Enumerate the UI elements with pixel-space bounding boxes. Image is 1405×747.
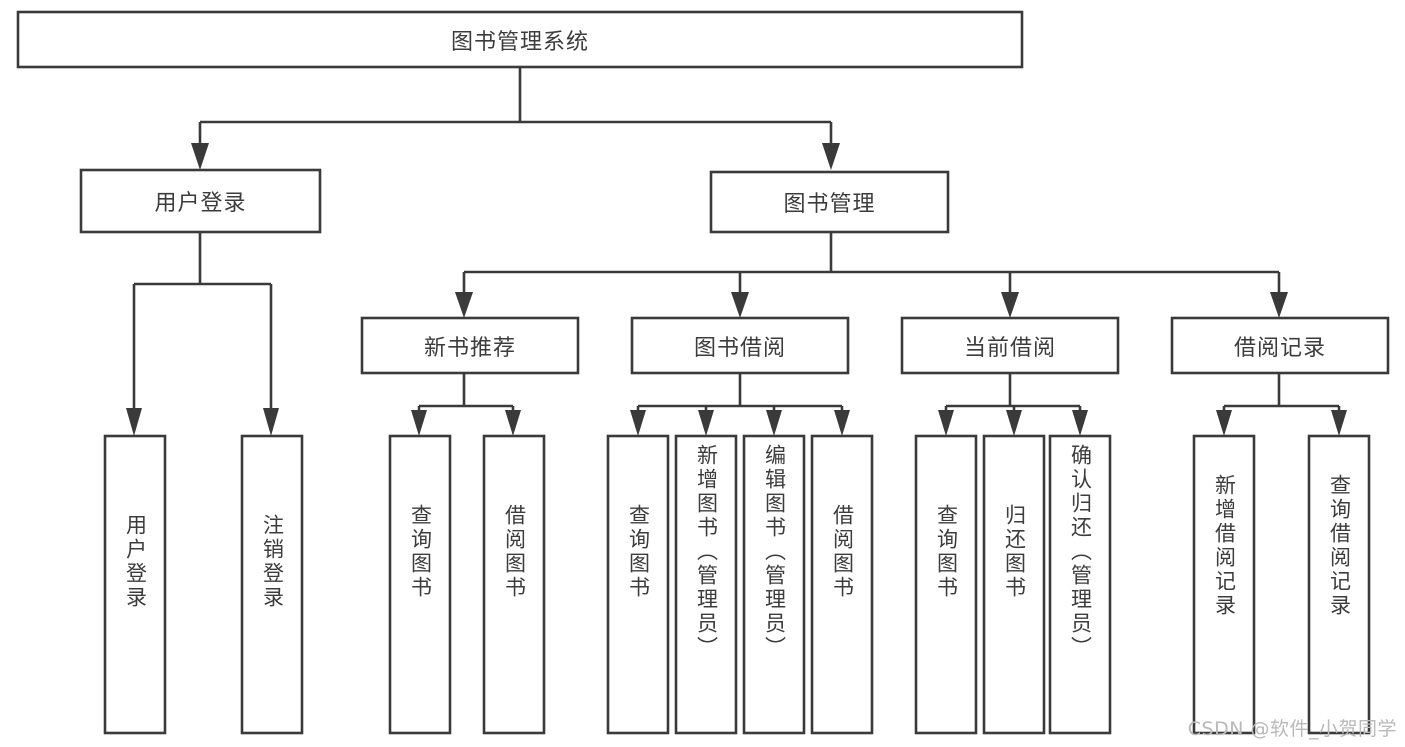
arrow-head-leaf9 — [938, 410, 954, 436]
arrow-head-login — [191, 143, 209, 170]
arrow-head-records — [1270, 292, 1288, 318]
connector-group-bookmgmt — [455, 232, 1288, 318]
arrow-head-leaf1 — [126, 408, 142, 436]
node-box-leaf2[interactable] — [240, 434, 304, 735]
node-box-leaf9[interactable] — [914, 434, 978, 735]
node-box-newbook[interactable] — [360, 316, 580, 375]
connector-group-borrow — [630, 373, 850, 436]
arrow-head-leaf7 — [766, 410, 782, 436]
node-box-leaf10[interactable] — [982, 434, 1046, 735]
connector-group-root — [191, 67, 840, 170]
connector-group-records — [1216, 373, 1347, 436]
arrow-head-leaf13 — [1331, 410, 1347, 436]
node-box-leaf5[interactable] — [606, 434, 670, 735]
node-box-current[interactable] — [900, 316, 1120, 375]
node-box-leaf3[interactable] — [388, 434, 452, 735]
node-box-bookmgmt[interactable] — [709, 170, 950, 234]
node-box-leaf8[interactable] — [810, 434, 874, 735]
node-box-borrow[interactable] — [630, 316, 850, 375]
node-box-leaf13[interactable] — [1307, 434, 1371, 735]
connector-group-current — [938, 373, 1088, 436]
arrow-head-leaf12 — [1216, 410, 1232, 436]
node-box-leaf1[interactable] — [103, 434, 167, 735]
arrow-head-current — [1001, 292, 1019, 318]
connector-group-login — [126, 232, 279, 436]
node-box-leaf7[interactable] — [742, 434, 806, 735]
arrow-head-newbook — [455, 292, 473, 318]
arrow-head-leaf4 — [505, 410, 521, 436]
arrow-head-borrow — [731, 292, 749, 318]
arrow-head-leaf11 — [1072, 410, 1088, 436]
arrow-head-leaf8 — [834, 410, 850, 436]
arrow-head-bookmgmt — [822, 143, 840, 170]
node-box-leaf11[interactable] — [1048, 434, 1112, 735]
node-box-leaf4[interactable] — [482, 434, 546, 735]
node-box-leaf6[interactable] — [674, 434, 738, 735]
arrow-head-leaf2 — [263, 408, 279, 436]
csdn-watermark: CSDN @软件_小贺同学 — [1187, 718, 1397, 740]
node-box-login[interactable] — [79, 168, 322, 234]
arrow-head-leaf6 — [698, 410, 714, 436]
arrow-head-leaf10 — [1006, 410, 1022, 436]
node-box-root[interactable] — [16, 10, 1024, 69]
node-box-leaf12[interactable] — [1192, 434, 1256, 735]
node-box-records[interactable] — [1170, 316, 1390, 375]
arrow-head-leaf5 — [630, 410, 646, 436]
connector-group-newbook — [411, 373, 521, 436]
arrow-head-leaf3 — [411, 410, 427, 436]
